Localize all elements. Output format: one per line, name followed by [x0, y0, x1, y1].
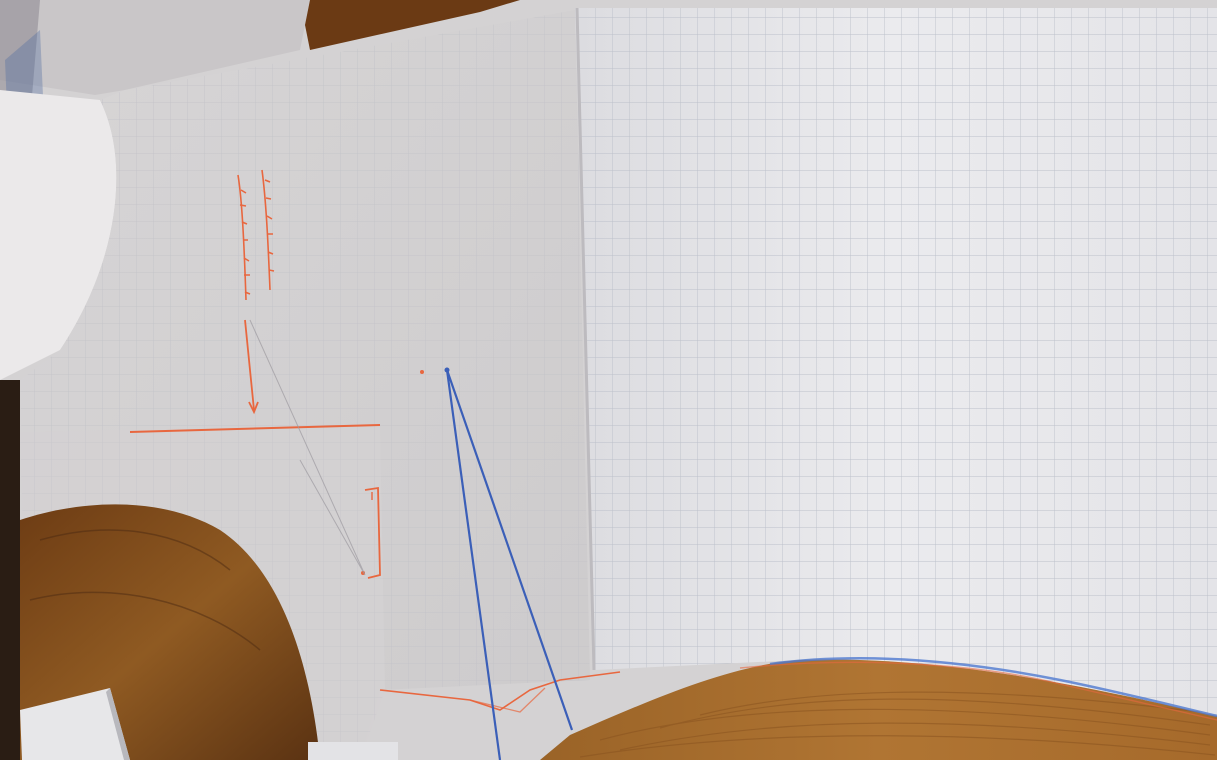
blue-edge-trace — [769, 657, 1217, 718]
orange-dot — [420, 370, 424, 374]
orange-handwriting — [237, 169, 275, 301]
blue-line-left — [445, 369, 502, 760]
shadow-top-left — [0, 0, 310, 95]
grid-paper-right-lines — [575, 8, 1217, 716]
white-box — [20, 688, 130, 760]
orange-horizontal-line — [129, 424, 381, 433]
blue-line-right — [445, 369, 574, 731]
wood-top-piece — [300, 0, 520, 50]
white-strip-bottom — [308, 742, 398, 760]
paper-edge — [575, 7, 596, 671]
orange-edge-trace — [739, 661, 1217, 721]
orange-zigzag — [379, 671, 621, 711]
dark-edge-left — [0, 380, 20, 760]
wood-grain — [579, 691, 1216, 758]
pencil-lines — [249, 319, 366, 576]
curved-paper-left — [0, 90, 117, 380]
blue-apex — [444, 367, 450, 373]
orange-bracket — [364, 486, 381, 579]
blue-triangle — [445, 369, 574, 760]
orange-arrow — [244, 319, 255, 411]
